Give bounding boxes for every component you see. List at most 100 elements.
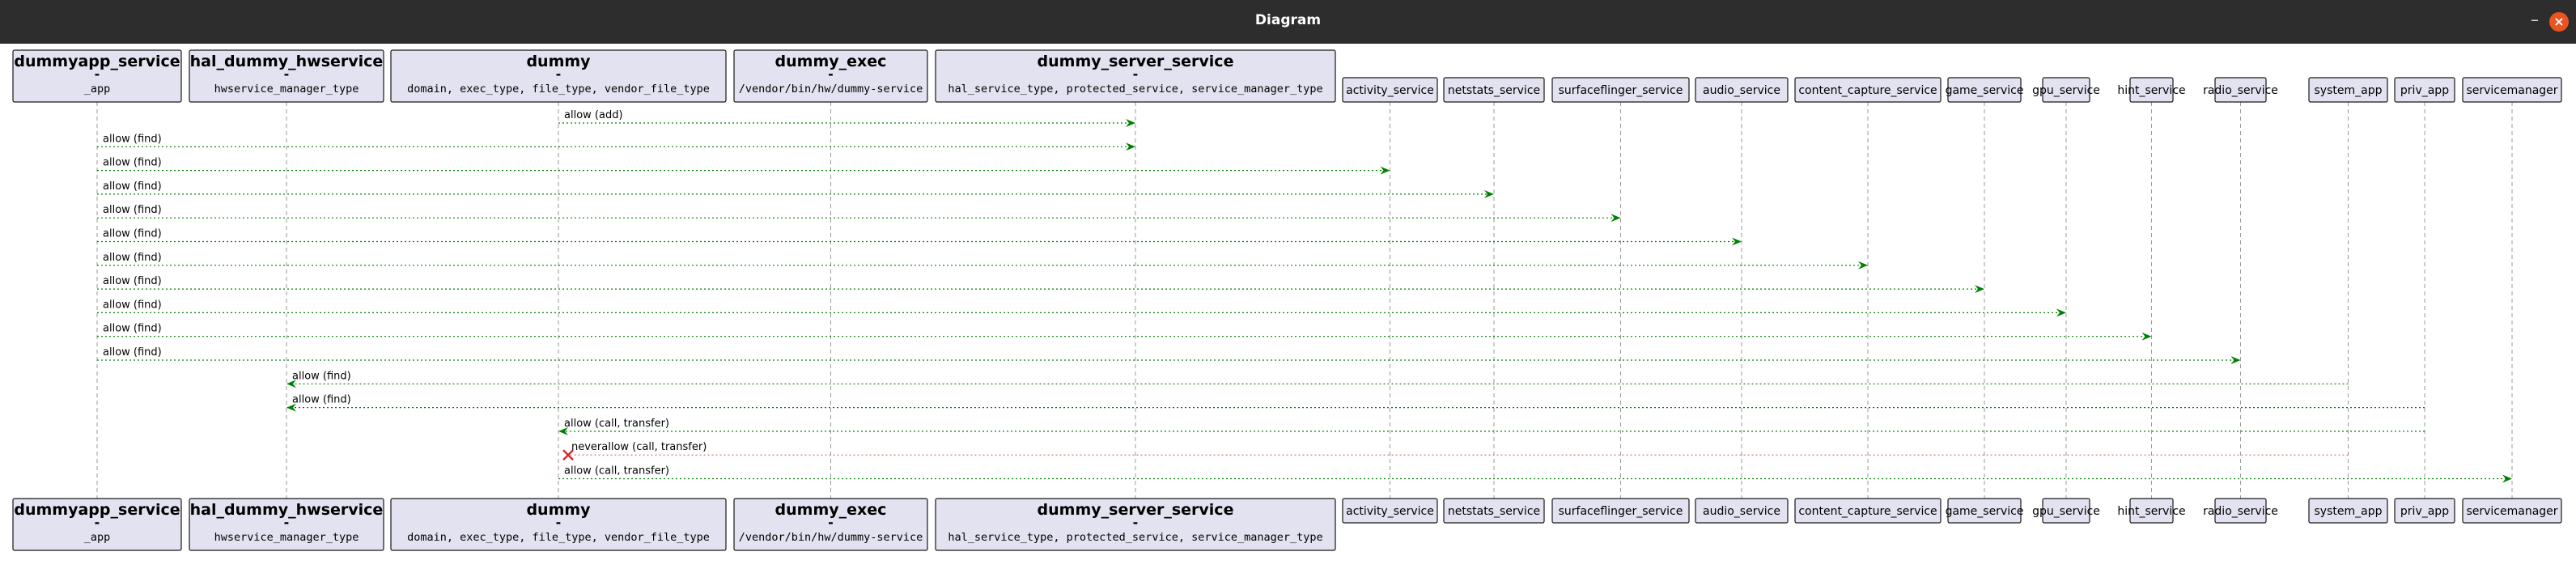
participant-box xyxy=(733,49,928,103)
message-2: allow (find) xyxy=(97,133,1135,151)
participant-separator: - xyxy=(828,515,834,530)
participant-top-game_service: game_service xyxy=(1946,77,2023,103)
participant-separator: - xyxy=(284,515,290,530)
message-label: allow (find) xyxy=(103,252,162,264)
participant-name: surfaceflinger_service xyxy=(1559,505,1683,518)
participant-bottom-surfaceflinger_service: surfaceflinger_service xyxy=(1551,498,1690,524)
participant-box xyxy=(2214,77,2267,103)
participant-attributes: /vendor/bin/hw/dummy-service xyxy=(739,83,923,96)
participant-name: game_service xyxy=(1946,505,2024,518)
message-4: allow (find) xyxy=(97,180,1494,198)
message-label: allow (find) xyxy=(103,133,162,145)
deny-cross-icon xyxy=(562,449,574,461)
participant-name: dummy_exec xyxy=(775,501,887,519)
minimize-icon[interactable]: – xyxy=(2531,10,2539,29)
message-label: allow (find) xyxy=(103,299,162,311)
message-label: allow (find) xyxy=(103,157,162,169)
message-label: allow (find) xyxy=(103,323,162,335)
participant-separator: - xyxy=(828,66,834,82)
message-label: allow (find) xyxy=(103,275,162,287)
message-1: allow (add) xyxy=(558,109,1135,127)
participant-box xyxy=(1794,498,1942,524)
participant-name: audio_service xyxy=(1703,84,1780,97)
participant-attributes: hwservice_manager_type xyxy=(214,531,359,544)
participant-separator: - xyxy=(556,515,562,530)
participant-name: content_capture_service xyxy=(1798,84,1937,97)
participant-name: dummy xyxy=(526,501,591,519)
participant-name: dummyapp_service xyxy=(14,53,180,70)
participant-name: audio_service xyxy=(1703,505,1780,518)
participant-name: priv_app xyxy=(2400,505,2449,518)
participant-top-audio_service: audio_service xyxy=(1695,77,1789,103)
participant-attributes: _app xyxy=(84,83,111,96)
message-label: allow (add) xyxy=(564,109,623,121)
participant-name: surfaceflinger_service xyxy=(1559,84,1683,97)
participant-bottom-netstats_service: netstats_service xyxy=(1443,498,1545,524)
participant-bottom-audio_service: audio_service xyxy=(1695,498,1789,524)
message-10: allow (find) xyxy=(97,323,2152,341)
participant-box xyxy=(1443,77,1545,103)
participant-bottom-gpu_service: gpu_service xyxy=(2032,498,2100,524)
participant-name: system_app xyxy=(2315,505,2383,518)
participant-top-hal_dummy_hwservice: hal_dummy_hwservice-hwservice_manager_ty… xyxy=(189,49,384,103)
message-label: allow (find) xyxy=(103,204,162,216)
participant-name: hal_dummy_hwservice xyxy=(190,501,384,519)
message-6: allow (find) xyxy=(97,228,1742,246)
participant-name: dummy_server_service xyxy=(1038,501,1234,519)
participant-bottom-dummyapp_service: dummyapp_service-_app xyxy=(12,498,182,551)
participant-box xyxy=(935,49,1336,103)
participant-box xyxy=(1342,77,1438,103)
participant-top-radio_service: radio_service xyxy=(2203,77,2278,103)
message-label: allow (find) xyxy=(103,228,162,240)
participant-box xyxy=(2214,498,2267,524)
participant-name: netstats_service xyxy=(1448,84,1540,97)
message-7: allow (find) xyxy=(97,252,1868,270)
participant-box xyxy=(1443,498,1545,524)
participant-bottom-priv_app: priv_app xyxy=(2394,498,2455,524)
participant-box xyxy=(12,49,182,103)
message-9: allow (find) xyxy=(97,299,2066,317)
close-icon[interactable]: × xyxy=(2549,12,2569,32)
participant-attributes: hal_service_type, protected_service, ser… xyxy=(948,83,1322,96)
participant-box xyxy=(935,498,1336,551)
participant-box xyxy=(2042,77,2090,103)
message-12: allow (find) xyxy=(286,370,2349,388)
participant-bottom-dummy_server_service: dummy_server_service-hal_service_type, p… xyxy=(935,498,1336,551)
participant-box xyxy=(1342,498,1438,524)
participant-top-surfaceflinger_service: surfaceflinger_service xyxy=(1551,77,1690,103)
participant-bottom-system_app: system_app xyxy=(2308,498,2388,524)
participant-box xyxy=(1794,77,1942,103)
participant-top-hint_service: hint_service xyxy=(2117,77,2186,103)
participant-attributes: hwservice_manager_type xyxy=(214,83,359,96)
participant-separator: - xyxy=(95,66,100,82)
message-3: allow (find) xyxy=(97,157,1390,175)
message-5: allow (find) xyxy=(97,204,1621,223)
participant-bottom-radio_service: radio_service xyxy=(2203,498,2278,524)
participant-name: servicemanager xyxy=(2466,84,2557,97)
participant-separator: - xyxy=(556,66,562,82)
participant-name: gpu_service xyxy=(2032,505,2100,518)
participant-top-dummy_exec: dummy_exec-/vendor/bin/hw/dummy-service xyxy=(733,49,928,103)
participant-box xyxy=(189,49,384,103)
message-14: allow (call, transfer) xyxy=(558,418,2425,435)
participant-box xyxy=(2394,77,2455,103)
participant-name: dummyapp_service xyxy=(14,501,180,519)
participant-box xyxy=(12,498,182,551)
message-15: neverallow (call, transfer) xyxy=(562,441,2349,461)
participant-name: dummy_exec xyxy=(775,53,887,70)
participant-box xyxy=(2308,77,2388,103)
participant-top-servicemanager: servicemanager xyxy=(2462,77,2562,103)
participant-name: radio_service xyxy=(2203,84,2278,97)
message-label: neverallow (call, transfer) xyxy=(571,441,707,453)
participant-top-netstats_service: netstats_service xyxy=(1443,77,1545,103)
participant-bottom-activity_service: activity_service xyxy=(1342,498,1438,524)
participant-top-gpu_service: gpu_service xyxy=(2032,77,2100,103)
message-8: allow (find) xyxy=(97,275,1984,294)
participant-bottom-dummy: dummy-domain, exec_type, file_type, vend… xyxy=(390,498,727,551)
participant-box xyxy=(2129,498,2174,524)
participant-box xyxy=(2462,77,2562,103)
participant-box xyxy=(733,498,928,551)
participant-box xyxy=(1551,498,1690,524)
participant-top-activity_service: activity_service xyxy=(1342,77,1438,103)
participant-box xyxy=(390,49,727,103)
